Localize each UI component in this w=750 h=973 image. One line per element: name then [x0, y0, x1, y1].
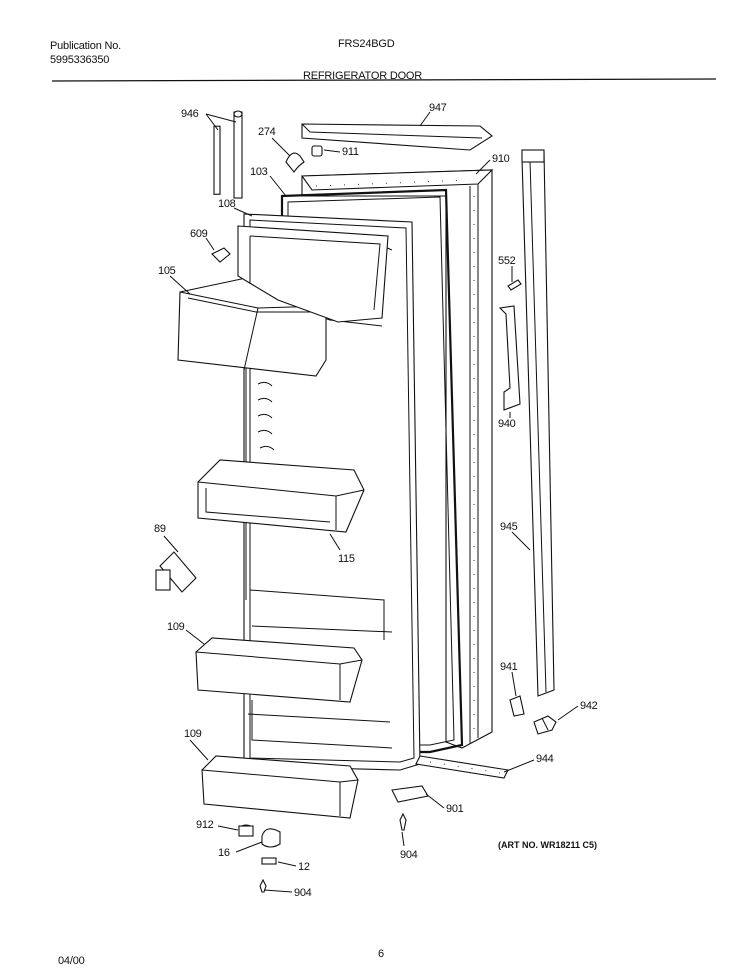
part-labels: 946 947 274 911 103 910 108 609 552 105 … — [154, 102, 598, 899]
part-label-16: 16 — [218, 847, 230, 859]
handle-trim-946 — [213, 110, 243, 199]
bracket-940 — [498, 305, 521, 411]
part-label-89: 89 — [154, 523, 166, 535]
part-label-109-lower: 109 — [184, 728, 202, 740]
part-label-904-left: 904 — [294, 887, 312, 899]
section-title: REFRIGERATOR DOOR — [303, 70, 423, 82]
part-label-940: 940 — [498, 418, 516, 430]
part-label-945: 945 — [500, 521, 518, 533]
part-label-942: 942 — [580, 700, 598, 712]
part-label-944: 944 — [536, 753, 554, 765]
part-label-105: 105 — [158, 265, 176, 277]
screw-552 — [507, 279, 522, 291]
part-label-109-upper: 109 — [167, 621, 185, 633]
spacer-941 — [509, 695, 525, 717]
leader-lines — [163, 111, 579, 893]
screw-904-left — [259, 878, 267, 893]
part-label-910: 910 — [492, 153, 510, 165]
bushing-911 — [311, 145, 323, 157]
part-label-103: 103 — [250, 166, 268, 178]
part-label-911: 911 — [342, 146, 359, 158]
model-number: FRS24BGD — [338, 38, 395, 50]
header-rule — [51, 78, 717, 82]
door-bin-115 — [197, 459, 365, 533]
door-bin-109-upper — [195, 637, 363, 703]
hinge-942 — [533, 715, 557, 735]
clip-609 — [211, 247, 231, 263]
part-label-946: 946 — [181, 108, 199, 120]
pin-12 — [261, 857, 277, 865]
part-label-901: 901 — [446, 803, 464, 815]
part-label-274: 274 — [258, 126, 276, 138]
bottom-hinge-944 — [415, 755, 509, 779]
part-label-912: 912 — [196, 819, 214, 831]
publication-number: 5995336350 — [50, 54, 110, 66]
publication-label: Publication No. — [50, 40, 121, 52]
part-label-12: 12 — [298, 861, 310, 873]
door-top-cap — [301, 123, 493, 151]
egg-tray-89 — [155, 551, 197, 593]
art-number: (ART NO. WR18211 C5) — [498, 840, 597, 850]
part-label-941: 941 — [500, 661, 518, 673]
part-label-609: 609 — [190, 228, 208, 240]
part-label-115: 115 — [338, 553, 355, 565]
part-label-904-right: 904 — [400, 849, 418, 861]
door-handle-945 — [521, 149, 555, 697]
cover-901 — [391, 785, 429, 803]
dairy-frame — [237, 225, 389, 323]
door-bin-109-lower — [201, 755, 359, 819]
part-label-552: 552 — [498, 255, 516, 267]
part-label-108: 108 — [218, 198, 236, 210]
part-label-947: 947 — [429, 102, 447, 114]
cam-16 — [261, 828, 281, 848]
footer-date: 04/00 — [58, 955, 85, 967]
screw-904-right — [399, 812, 407, 831]
cap-912 — [238, 824, 254, 837]
hinge-274 — [285, 152, 305, 173]
page-number: 6 — [378, 948, 384, 960]
